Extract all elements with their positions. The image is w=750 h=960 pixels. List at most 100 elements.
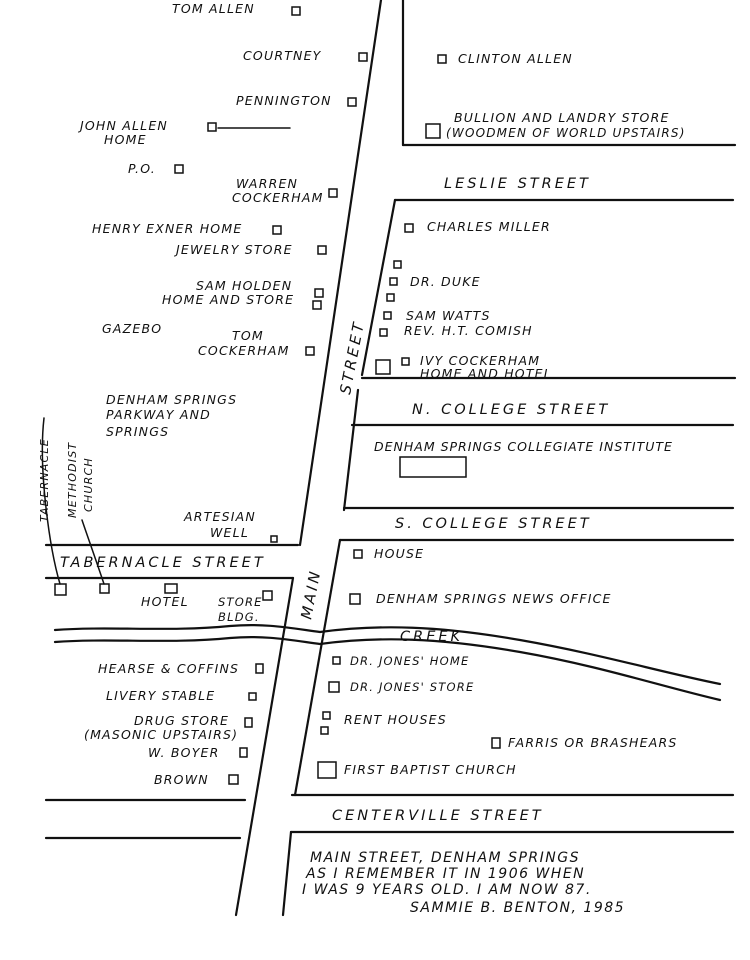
building-marker xyxy=(386,293,395,302)
store-bldg-marker xyxy=(262,590,273,601)
note-signature: SAMMIE B. BENTON, 1985 xyxy=(410,900,625,916)
hearse-label: HEARSE & COFFINS xyxy=(98,661,239,676)
building-marker xyxy=(317,761,337,779)
po-label: P.O. xyxy=(128,161,156,176)
sam-holden-label-1: SAM HOLDEN xyxy=(196,278,292,293)
building-marker xyxy=(425,123,441,139)
building-marker xyxy=(272,225,282,235)
building-marker xyxy=(174,164,184,174)
building-marker xyxy=(228,774,239,785)
main-street-label-upper: STREET xyxy=(336,318,368,395)
building-marker xyxy=(375,359,391,375)
livery-stable-label: LIVERY STABLE xyxy=(106,688,215,703)
methodist-pointer xyxy=(81,519,105,585)
artesian-well-label-2: WELL xyxy=(210,525,249,540)
east-block-outlines xyxy=(289,143,737,834)
building-marker xyxy=(270,535,278,543)
warren-cockerham-label-1: WARREN xyxy=(236,176,298,191)
main-street-east-edge-2 xyxy=(360,198,397,377)
dr-jones-store-label: DR. JONES' STORE xyxy=(350,680,474,694)
store-bldg-label-1: STORE xyxy=(218,595,263,609)
building-marker xyxy=(358,52,368,62)
drug-store-label-1: DRUG STORE xyxy=(134,713,229,728)
building-marker xyxy=(244,717,253,728)
creek-bank-south xyxy=(53,635,722,702)
building-marker xyxy=(332,656,341,665)
parkway-label-1: DENHAM SPRINGS xyxy=(106,392,237,407)
ivy-cockerham-label-2: HOME AND HOTEL xyxy=(420,366,552,381)
rev-comish-label: REV. H.T. COMISH xyxy=(404,323,533,338)
building-marker xyxy=(312,300,322,310)
building-marker xyxy=(347,97,357,107)
parkway-label-3: SPRINGS xyxy=(106,424,169,439)
henry-exner-home-label: HENRY EXNER HOME xyxy=(92,221,242,236)
main-street-west-edge-upper xyxy=(298,0,383,547)
main-street-east-edge-3 xyxy=(342,388,360,512)
john-allen-home-label-2: HOME xyxy=(104,132,147,147)
building-marker xyxy=(389,277,398,286)
parkway-label-2: PARKWAY AND xyxy=(106,407,211,422)
building-marker xyxy=(317,245,327,255)
creek xyxy=(53,623,722,702)
building-marker xyxy=(383,311,392,320)
creek-label: CREEK xyxy=(400,629,463,645)
building-marker xyxy=(314,288,324,298)
note-line-1: MAIN STREET, DENHAM SPRINGS xyxy=(310,850,580,866)
building-marker xyxy=(401,357,410,366)
tom-cockerham-label-1: TOM xyxy=(232,328,264,343)
rent-houses-label: RENT HOUSES xyxy=(344,712,447,727)
dr-jones-home-label: DR. JONES' HOME xyxy=(350,654,469,668)
centerville-street-label: CENTERVILLE STREET xyxy=(332,808,544,824)
building-marker xyxy=(322,711,331,720)
sam-watts-label: SAM WATTS xyxy=(406,308,491,323)
john-allen-home-label-1: JOHN ALLEN xyxy=(77,118,168,133)
building-marker xyxy=(248,692,257,701)
clinton-allen-label: CLINTON ALLEN xyxy=(458,51,573,66)
methodist-church-marker xyxy=(99,583,110,594)
street-labels: STREET MAIN LESLIE STREET N. COLLEGE STR… xyxy=(60,176,607,824)
charles-miller-label: CHARLES MILLER xyxy=(427,219,551,234)
building-marker xyxy=(393,260,402,269)
note-line-2: AS I REMEMBER IT IN 1906 WHEN xyxy=(305,866,585,882)
store-bldg-label-2: BLDG. xyxy=(218,610,260,624)
leslie-street-label: LESLIE STREET xyxy=(444,176,591,192)
courtney-label: COURTNEY xyxy=(243,48,322,63)
building-marker xyxy=(379,328,388,337)
tabernacle-pointer xyxy=(41,417,61,585)
gazebo-label: GAZEBO xyxy=(102,321,162,336)
west-block-outlines xyxy=(44,543,300,840)
first-baptist-label: FIRST BAPTIST CHURCH xyxy=(344,762,517,777)
pennington-label: PENNINGTON xyxy=(236,93,332,108)
building-marker xyxy=(328,188,338,198)
main-street-west-edge-lower xyxy=(234,576,295,917)
building-marker xyxy=(491,737,501,749)
jewelry-store-label: JEWELRY STORE xyxy=(173,242,293,257)
building-marker xyxy=(320,726,329,735)
collegiate-institute-building xyxy=(399,456,467,478)
building-marker xyxy=(305,346,315,356)
main-street-label-lower: MAIN xyxy=(297,567,324,620)
east-side-labels: CLINTON ALLEN BULLION AND LANDRY STORE (… xyxy=(344,51,684,777)
building-marker xyxy=(239,747,248,758)
dr-duke-label: DR. DUKE xyxy=(410,274,481,289)
bullion-label-1: BULLION AND LANDRY STORE xyxy=(454,110,670,125)
methodist-church-label-1: METHODIST xyxy=(66,442,79,518)
house-label: HOUSE xyxy=(374,546,424,561)
sam-holden-label-2: HOME AND STORE xyxy=(162,292,294,307)
hotel-label: HOTEL xyxy=(141,594,189,609)
building-marker xyxy=(349,593,361,605)
west-side-labels: TOM ALLEN COURTNEY PENNINGTON JOHN ALLEN… xyxy=(38,1,332,787)
main-street-east-edge-5 xyxy=(281,830,293,917)
tabernacle-street-label: TABERNACLE STREET xyxy=(60,555,266,571)
main-street-east-edge-4 xyxy=(293,538,342,797)
drug-store-label-2: (MASONIC UPSTAIRS) xyxy=(84,727,238,742)
warren-cockerham-label-2: COCKERHAM xyxy=(232,190,324,205)
building-marker xyxy=(255,663,264,674)
note-line-3: I WAS 9 YEARS OLD. I AM NOW 87. xyxy=(302,882,592,898)
hotel-marker xyxy=(164,583,178,594)
collegiate-institute-label: DENHAM SPRINGS COLLEGIATE INSTITUTE xyxy=(374,439,673,454)
brown-label: BROWN xyxy=(154,772,209,787)
building-marker xyxy=(291,6,301,16)
main-street-road xyxy=(234,0,405,917)
news-office-label: DENHAM SPRINGS NEWS OFFICE xyxy=(376,591,612,606)
